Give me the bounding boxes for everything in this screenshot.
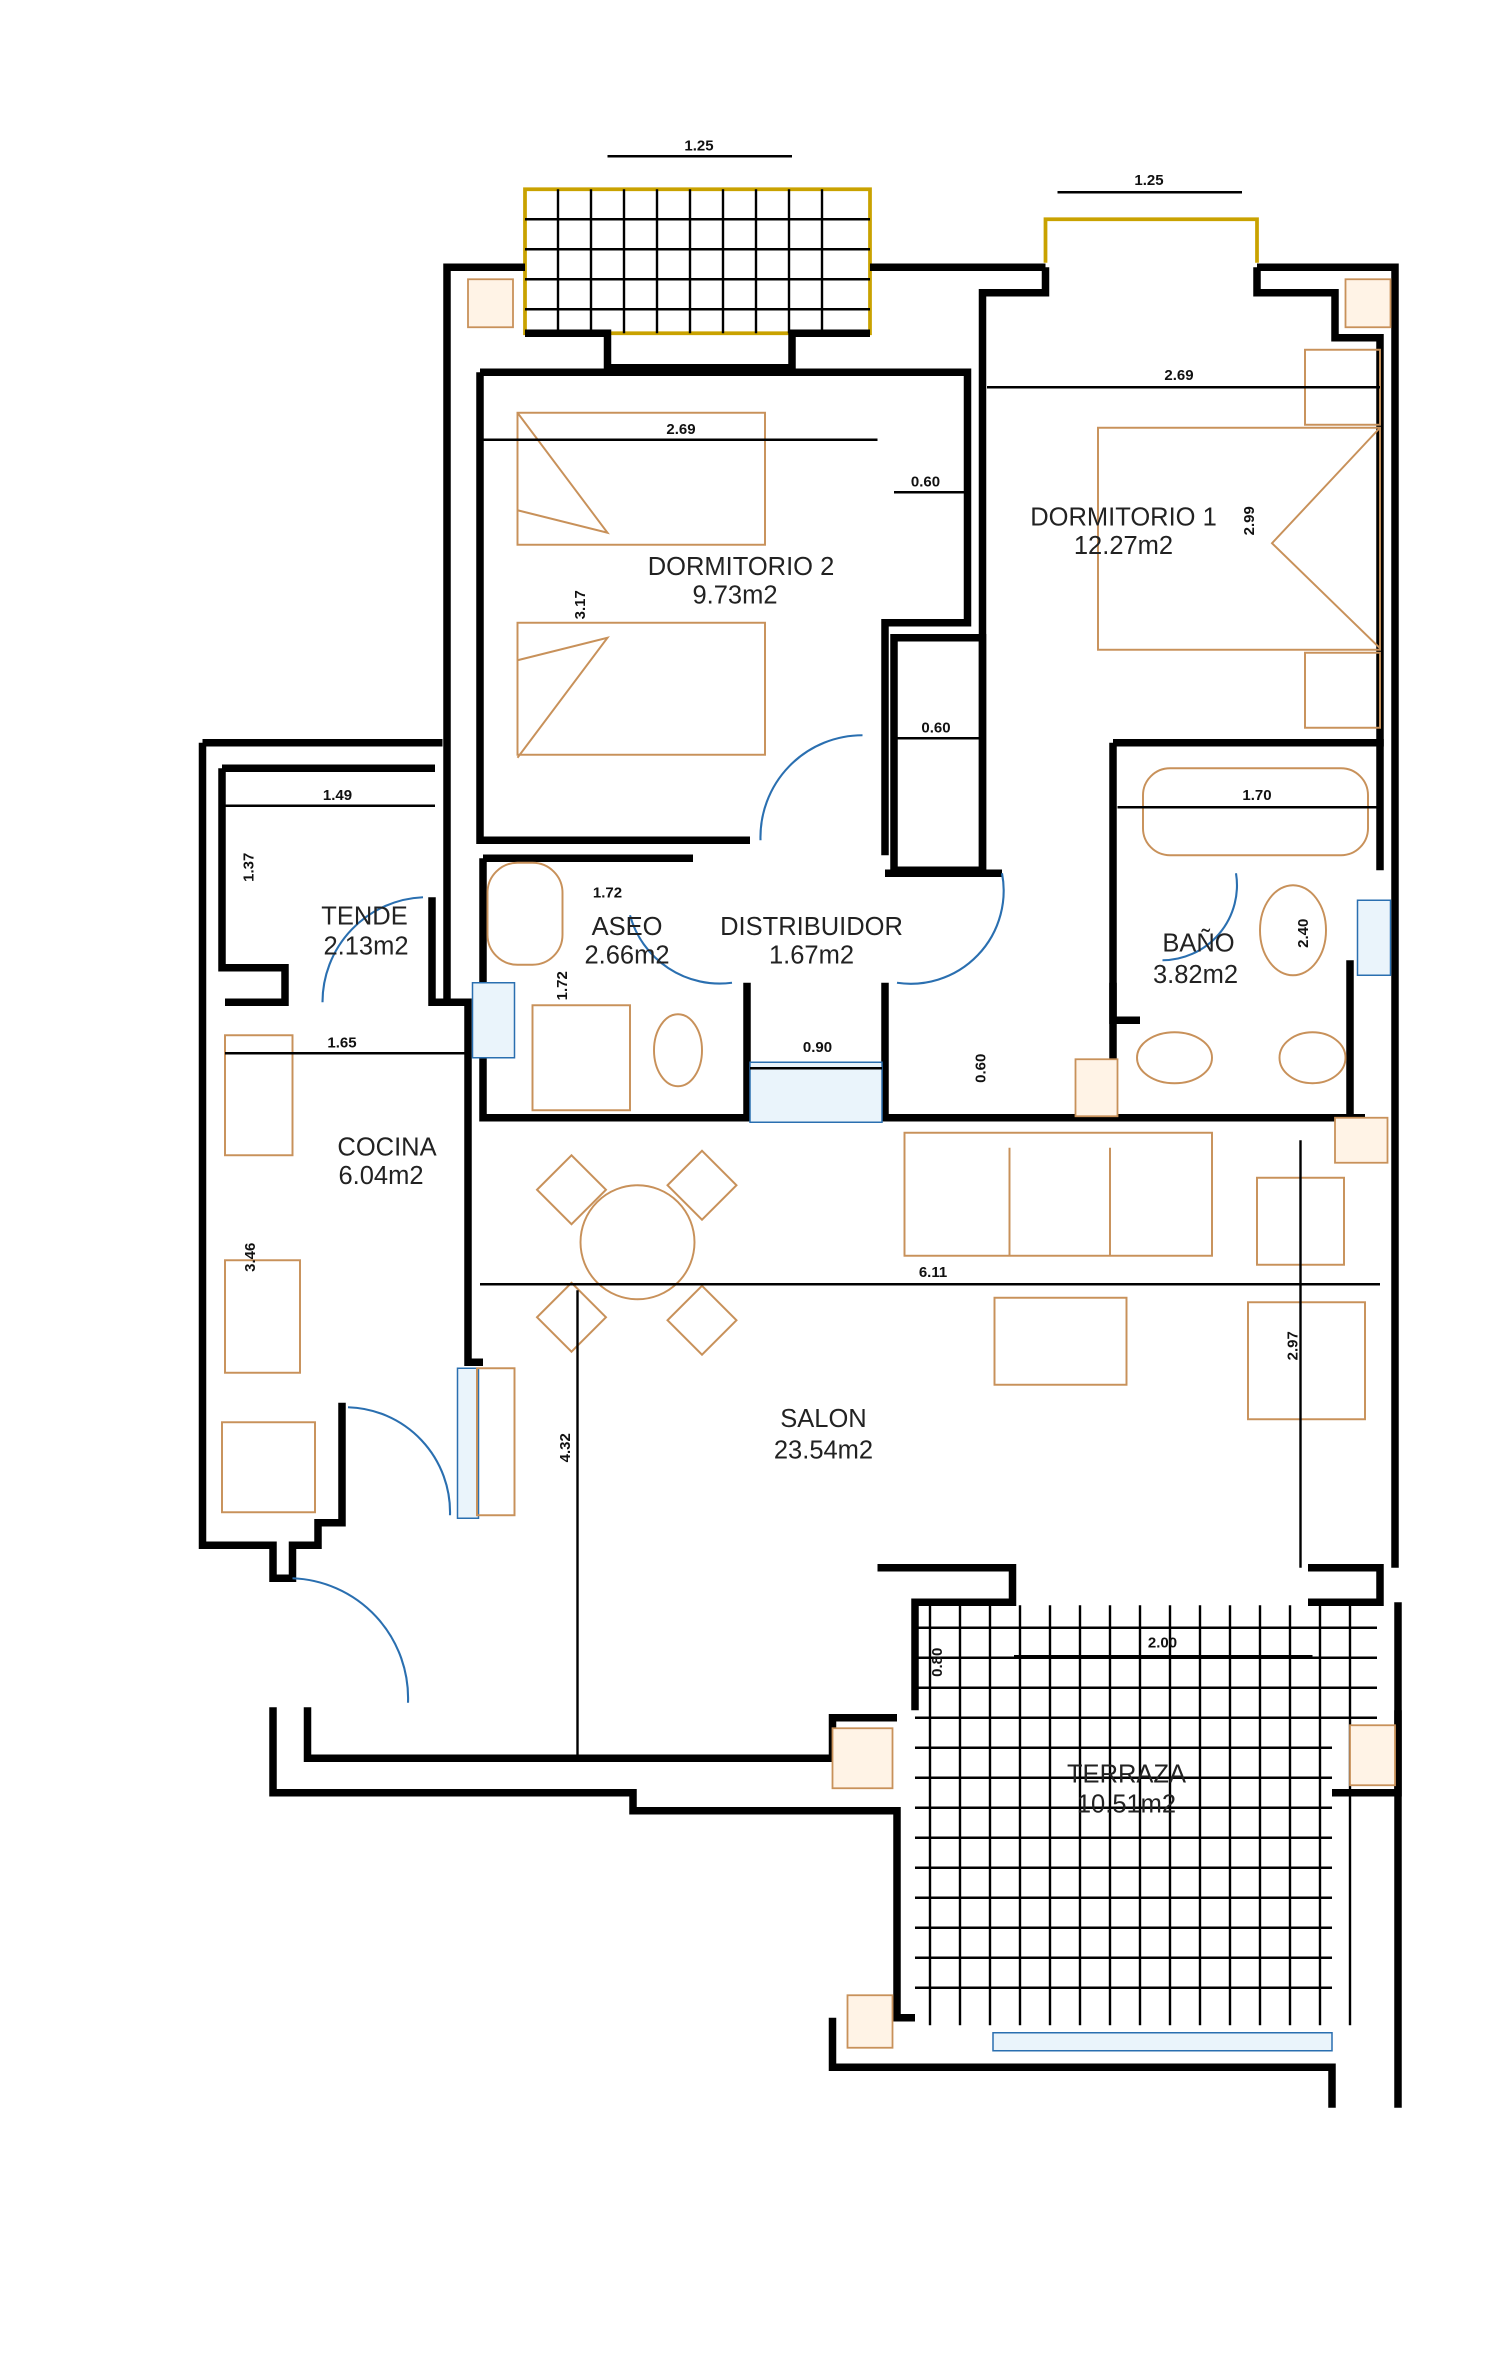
dim-closet-salon: 0.60 [973,1054,990,1083]
dim-balcony-left: 1.25 [684,137,713,154]
room-dormitorio1-name: DORMITORIO 1 [1030,503,1217,531]
room-terraza-area: 10.51m2 [1077,1790,1176,1818]
room-bano-name: BAÑO [1162,928,1234,957]
dim-aseo-depth: 1.72 [554,971,571,1000]
dim-terraza-width: 2.00 [1148,1634,1177,1651]
dim-bano-depth: 2.40 [1295,919,1312,948]
dim-bath-tub: 1.70 [1242,787,1271,804]
dim-dorm2-width: 2.69 [666,421,695,438]
dim-salon-depth: 4.32 [557,1433,574,1462]
room-dormitorio2-name: DORMITORIO 2 [648,553,835,581]
room-labels: DORMITORIO 2 9.73m2 DORMITORIO 1 12.27m2… [321,503,1238,1818]
room-aseo-area: 2.66m2 [584,941,669,969]
room-dormitorio1-area: 12.27m2 [1074,532,1173,560]
room-aseo-name: ASEO [592,913,663,941]
room-tende-area: 2.13m2 [323,932,408,960]
dim-tende-width: 1.49 [323,787,352,804]
dim-dorm1-depth: 2.99 [1241,506,1258,535]
terrace-grid [915,1605,1377,2026]
dim-dorm1-width: 2.69 [1164,367,1193,384]
walls [198,263,1402,2108]
dimension-labels: 2.69 3.17 2.69 2.99 0.60 0.60 1.70 2.40 … [241,367,1313,1677]
room-dormitorio2-area: 9.73m2 [692,581,777,609]
doors [292,734,1238,1703]
dim-salon-width: 6.11 [919,1264,947,1281]
dimension-lines [225,386,1380,1759]
dim-aseo-width: 1.72 [593,884,622,901]
room-terraza-name: TERRAZA [1067,1760,1186,1788]
room-tende-name: TENDE [321,902,407,930]
dim-dorm2-depth: 3.17 [572,590,589,619]
room-salon-name: SALON [780,1405,866,1433]
room-salon-area: 23.54m2 [774,1436,873,1464]
dim-cocina-width: 1.65 [327,1034,356,1051]
shafts [467,278,1396,2049]
room-cocina-name: COCINA [337,1133,436,1161]
dim-closet-upper: 0.60 [911,473,940,490]
dim-tende-depth: 1.37 [241,853,258,882]
dim-cocina-depth: 3.46 [242,1243,259,1272]
room-cocina-area: 6.04m2 [338,1162,423,1190]
dim-balcony-right: 1.25 [1134,172,1163,189]
dim-hall-width: 0.90 [803,1039,832,1056]
room-distribuidor-name: DISTRIBUIDOR [720,913,903,941]
balcony-right: 1.25 [1043,172,1259,263]
room-bano-area: 3.82m2 [1153,961,1238,989]
dim-terraza-depth: 0.80 [929,1648,946,1677]
dim-closet-lower: 0.60 [921,719,950,736]
balcony-left: 1.25 [523,137,872,336]
room-distribuidor-area: 1.67m2 [769,941,854,969]
dim-salon-right: 2.97 [1285,1331,1302,1360]
